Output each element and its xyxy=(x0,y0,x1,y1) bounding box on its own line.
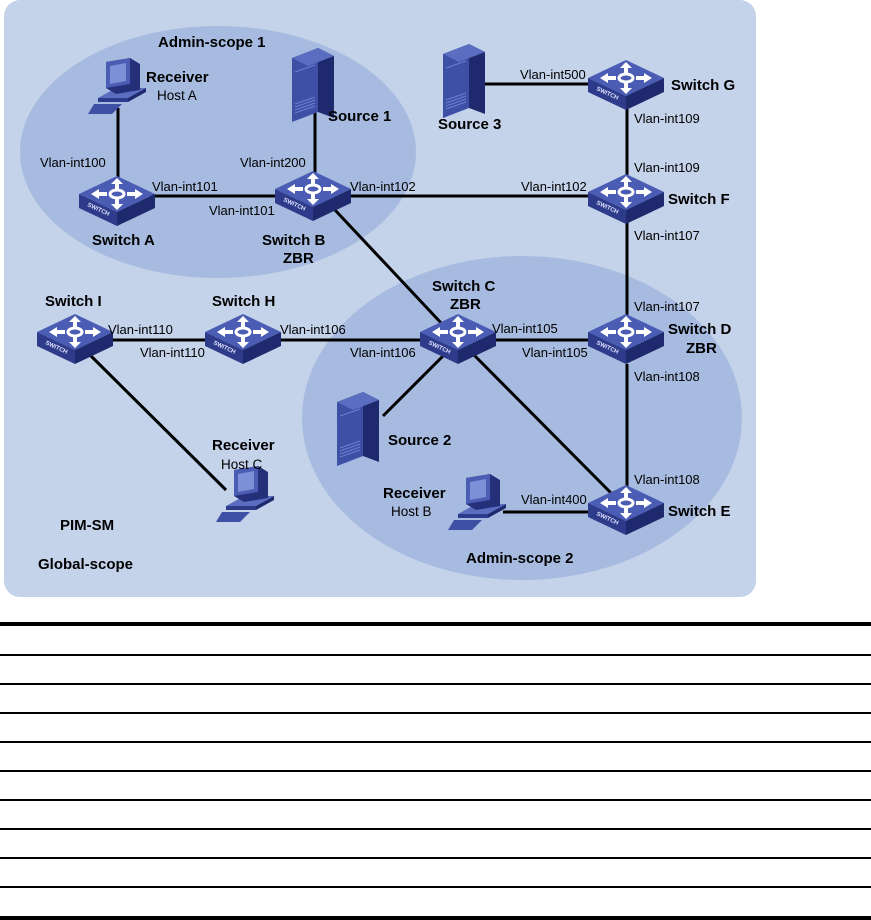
source-3-server-icon xyxy=(442,43,486,119)
switch-e-label: Switch E xyxy=(668,503,731,520)
switch-c-role: ZBR xyxy=(450,296,481,313)
global-scope-label: Global-scope xyxy=(38,556,133,573)
host-c-role: Receiver xyxy=(212,437,275,454)
switch-h-label: Switch H xyxy=(212,293,275,310)
table-row-rule xyxy=(0,654,871,656)
table-row-rule xyxy=(0,712,871,714)
switch-g-label: Switch G xyxy=(671,77,735,94)
table-row-rule xyxy=(0,886,871,888)
switch-b-label: Switch B xyxy=(262,232,326,249)
iface-e-hostb: Vlan-int400 xyxy=(521,492,587,507)
link-switchi-hostc xyxy=(88,353,228,492)
link-switchc-source2 xyxy=(381,354,445,418)
iface-f-g: Vlan-int109 xyxy=(634,160,700,175)
host-a-role: Receiver xyxy=(146,69,209,86)
host-b-role: Receiver xyxy=(383,485,446,502)
iface-a-host: Vlan-int100 xyxy=(40,155,106,170)
iface-f-d: Vlan-int107 xyxy=(634,228,700,243)
link-switchb-switchc xyxy=(333,208,445,327)
switch-d-label: Switch D xyxy=(668,321,732,338)
iface-b-source1: Vlan-int200 xyxy=(240,155,306,170)
source-2-server-icon xyxy=(336,391,380,467)
admin-scope-1-label: Admin-scope 1 xyxy=(158,34,266,51)
source-2-label: Source 2 xyxy=(388,432,451,449)
switch-c-label: Switch C xyxy=(432,278,496,295)
iface-i-h: Vlan-int110 xyxy=(108,322,173,337)
links xyxy=(88,82,629,514)
table-row-rule xyxy=(0,683,871,685)
admin-scope-1-area xyxy=(20,26,416,278)
link-switchc-switche xyxy=(472,353,614,496)
switch-a-label: Switch A xyxy=(92,232,155,249)
iface-h-i: Vlan-int110 xyxy=(140,345,205,360)
table-row-rule xyxy=(0,770,871,772)
iface-a-b: Vlan-int101 xyxy=(152,179,218,194)
iface-b-f: Vlan-int102 xyxy=(350,179,416,194)
iface-c-h: Vlan-int106 xyxy=(350,345,416,360)
table-top-rule xyxy=(0,622,871,626)
iface-b-a: Vlan-int101 xyxy=(209,203,275,218)
iface-d-e: Vlan-int108 xyxy=(634,369,700,384)
switch-i-label: Switch I xyxy=(45,293,102,310)
host-c-name: Host C xyxy=(221,457,263,472)
source-3-label: Source 3 xyxy=(438,116,501,133)
iface-g-source3: Vlan-int500 xyxy=(520,67,586,82)
admin-scope-2-label: Admin-scope 2 xyxy=(466,550,574,567)
iface-d-f: Vlan-int107 xyxy=(634,299,700,314)
source-1-label: Source 1 xyxy=(328,108,391,125)
table-row-rule xyxy=(0,741,871,743)
iface-f-b: Vlan-int102 xyxy=(521,179,587,194)
iface-d-c: Vlan-int105 xyxy=(522,345,588,360)
iface-g-f: Vlan-int109 xyxy=(634,111,700,126)
host-a-name: Host A xyxy=(157,88,197,103)
iface-h-c: Vlan-int106 xyxy=(280,322,346,337)
switch-d-role: ZBR xyxy=(686,340,717,357)
network-diagram: SWITCH xyxy=(4,0,756,597)
switch-f-label: Switch F xyxy=(668,191,730,208)
iface-c-d: Vlan-int105 xyxy=(492,321,558,336)
switch-b-role: ZBR xyxy=(283,250,314,267)
table-row-rule xyxy=(0,857,871,859)
table-bottom-rule xyxy=(0,916,871,920)
pim-sm-label: PIM-SM xyxy=(60,517,114,534)
iface-e-d: Vlan-int108 xyxy=(634,472,700,487)
host-b-name: Host B xyxy=(391,504,432,519)
table-row-rule xyxy=(0,799,871,801)
table-row-rule xyxy=(0,828,871,830)
